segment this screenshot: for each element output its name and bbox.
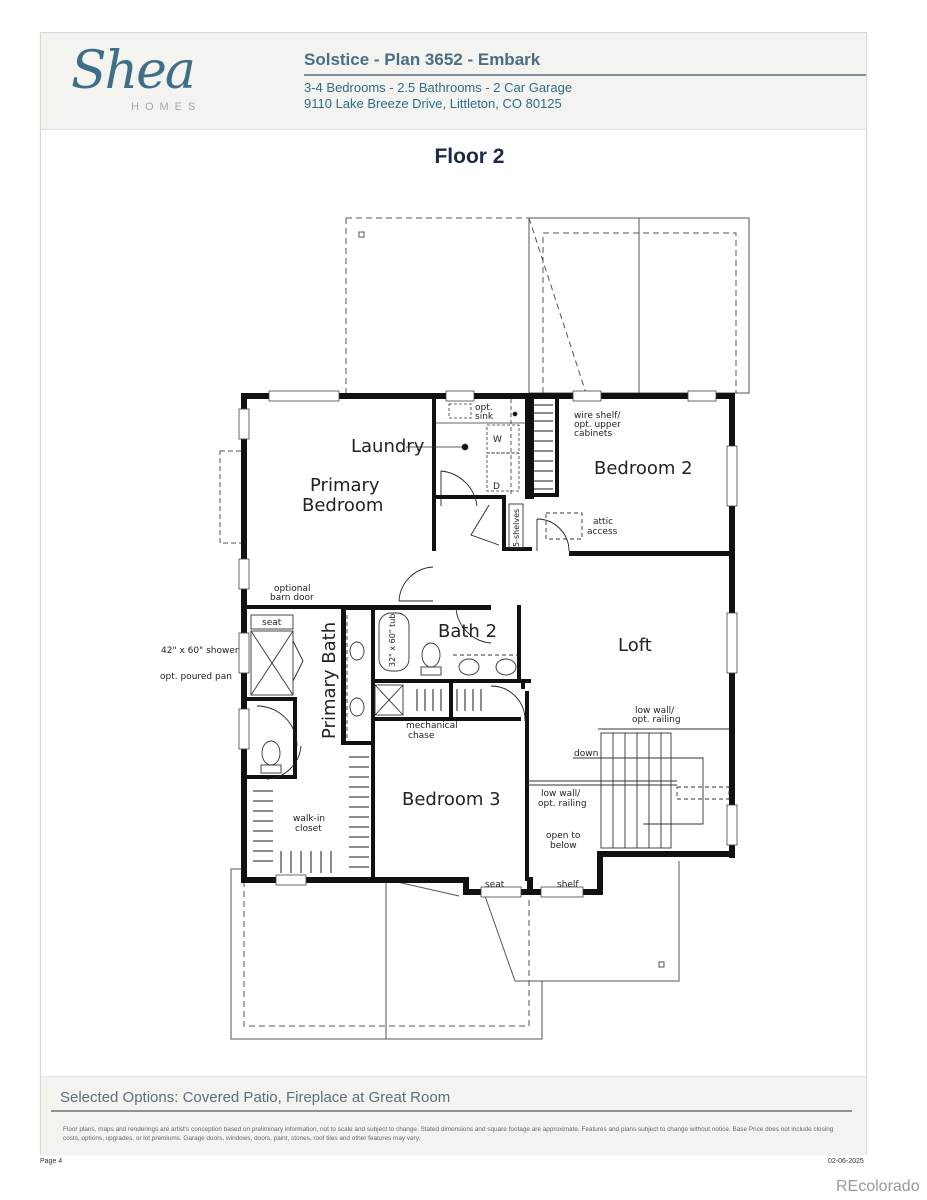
label-primary-bath: Primary Bath (319, 622, 340, 739)
note-access: access (587, 527, 618, 537)
page-date: 02-06-2025 (828, 1158, 864, 1165)
interior-walls (247, 399, 729, 881)
page-number: Page 4 (40, 1158, 63, 1165)
logo-subtext: HOMES (131, 101, 202, 113)
note-cabinets: cabinets (574, 429, 612, 439)
note-down: down (574, 749, 598, 759)
footer-divider (51, 1110, 852, 1112)
note-bay-seat: seat (485, 880, 505, 890)
plan-address: 9110 Lake Breeze Drive, Littleton, CO 80… (304, 96, 562, 111)
door-swings (256, 470, 570, 780)
floor-title: Floor 2 (41, 145, 866, 169)
plan-title: Solstice - Plan 3652 - Embark (304, 50, 541, 69)
label-primary-bedroom-2: Bedroom (302, 495, 383, 516)
note-opt-upper: opt. upper (574, 420, 621, 430)
note-mechanical: mechanical (406, 721, 458, 731)
recolorado-watermark: REcolorado (836, 1178, 920, 1195)
label-bedroom-3: Bedroom 3 (402, 789, 501, 810)
note-attic: attic (593, 517, 613, 527)
label-primary-bedroom-1: Primary (310, 475, 380, 496)
label-laundry: Laundry (351, 436, 425, 457)
header: Shea HOMES Solstice - Plan 3652 - Embark… (41, 33, 866, 130)
windows (238, 390, 738, 898)
disclaimer: Floor plans, maps and renderings are art… (63, 1126, 834, 1142)
note-dryer: D (493, 482, 500, 492)
note-5-shelves: 5-shelves (512, 509, 521, 547)
plan-specs: 3-4 Bedrooms - 2.5 Bathrooms - 2 Car Gar… (304, 80, 573, 95)
footer: Selected Options: Covered Patio, Firepla… (41, 1076, 866, 1155)
covered-patio-outline (230, 861, 680, 1040)
note-low-wall-side: low wall/ (541, 789, 581, 799)
note-chase: chase (408, 731, 435, 741)
roof-outline-top (345, 217, 750, 394)
note-low-wall-top: low wall/ (635, 706, 675, 716)
floor-title-text: Floor 2 (434, 145, 505, 168)
room-labels: Laundry Primary Bedroom Bedroom 2 Loft B… (302, 436, 693, 810)
laundry-fixtures (406, 399, 525, 495)
closet-shelving (253, 404, 553, 873)
note-walk-in: walk-in (293, 814, 325, 824)
note-shelf: shelf (557, 880, 579, 890)
note-shower-seat: seat (262, 618, 282, 628)
bath-fixtures (250, 503, 583, 774)
note-washer: W (493, 435, 502, 445)
annotation-labels: opt. sink W D wire shelf/ opt. upper cab… (160, 403, 681, 890)
note-sink: sink (475, 412, 494, 422)
note-open-to: open to (546, 831, 581, 841)
selected-options: Selected Options: Covered Patio, Firepla… (60, 1089, 451, 1106)
note-barn-door: barn door (270, 593, 314, 603)
note-poured-pan: opt. poured pan (160, 672, 232, 682)
logo-script: Shea (71, 41, 196, 101)
note-opt-railing-top: opt. railing (632, 715, 681, 725)
note-tub: 32" x 60" tub (388, 614, 397, 667)
note-optional: optional (274, 584, 310, 594)
shea-homes-logo: Shea HOMES (65, 41, 245, 117)
label-bath-2: Bath 2 (438, 621, 497, 642)
note-closet: closet (295, 824, 322, 834)
note-opt-railing-side: opt. railing (538, 799, 587, 809)
note-wire-shelf: wire shelf/ (574, 411, 621, 421)
note-shower: 42" x 60" shower (161, 646, 239, 656)
stairs (527, 728, 730, 849)
note-below: below (550, 841, 577, 851)
bay-window-outline (219, 450, 243, 544)
label-loft: Loft (618, 635, 652, 656)
title-divider (304, 74, 866, 76)
note-opt-sink: opt. (475, 403, 493, 413)
floor-plan-sheet: Shea HOMES Solstice - Plan 3652 - Embark… (40, 32, 867, 1155)
label-bedroom-2: Bedroom 2 (594, 458, 693, 479)
floor-plan-drawing: Laundry Primary Bedroom Bedroom 2 Loft B… (160, 217, 750, 1040)
